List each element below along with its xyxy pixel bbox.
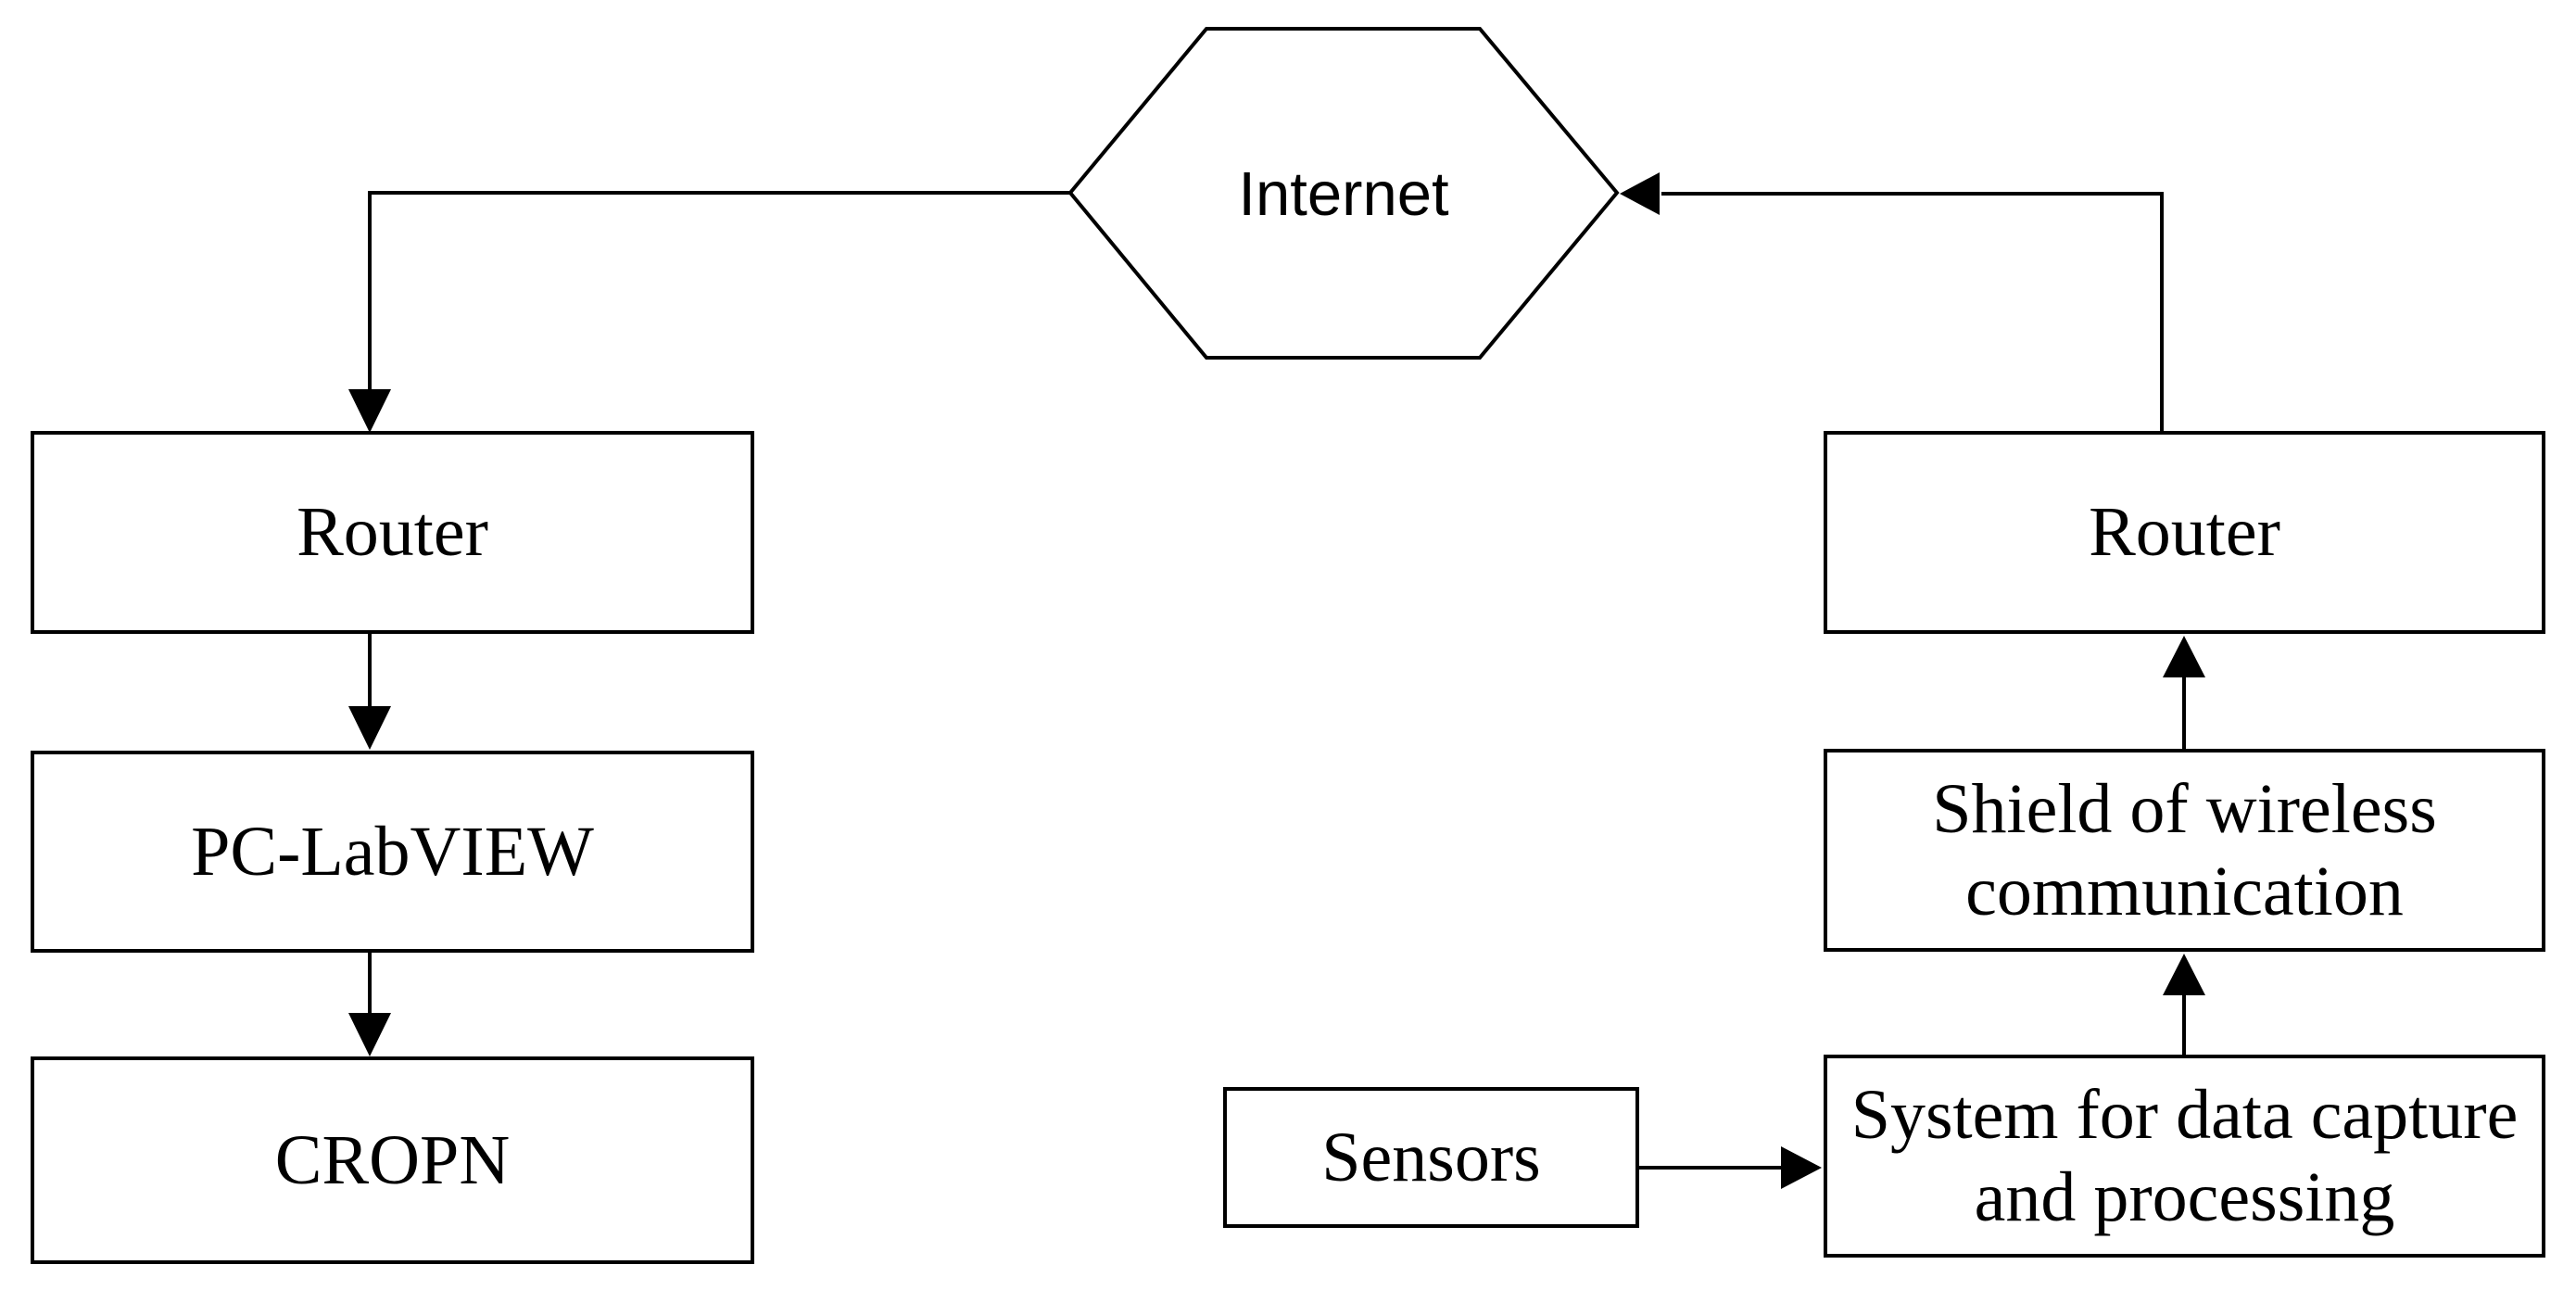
connector-right-router-to-internet — [1661, 192, 2164, 431]
node-system-for-data-capture: System for data capture and processing — [1824, 1055, 2545, 1258]
node-sensors: Sensors — [1223, 1087, 1639, 1228]
internet-hexagon — [1067, 27, 1620, 360]
node-label: Router — [297, 493, 488, 572]
node-internet: Internet — [1070, 29, 1617, 359]
arrowhead-down-icon — [348, 1013, 391, 1056]
node-label-line2: communication — [1965, 852, 2404, 930]
arrowhead-left-icon — [1620, 172, 1660, 215]
node-label-line1: System for data capture — [1850, 1076, 2519, 1155]
node-label: Router — [2089, 493, 2280, 572]
connector-internet-to-left-router — [368, 191, 1070, 412]
node-pc-labview: PC-LabVIEW — [31, 751, 754, 953]
arrowhead-down-icon — [348, 706, 391, 750]
node-cropn: CROPN — [31, 1056, 754, 1264]
node-label: CROPN — [274, 1120, 511, 1199]
arrowhead-up-icon — [2163, 954, 2205, 995]
arrowhead-right-icon — [1781, 1146, 1822, 1189]
node-label: Sensors — [1321, 1118, 1541, 1196]
node-router-left: Router — [31, 431, 754, 634]
arrowhead-down-icon — [348, 389, 391, 433]
node-label-line2: and processing — [1974, 1157, 2395, 1236]
node-shield-of-wireless-communication: Shield of wireless communication — [1824, 749, 2545, 952]
arrowhead-up-icon — [2163, 636, 2205, 677]
node-label-line1: Shield of wireless — [1932, 770, 2437, 849]
node-router-right: Router — [1824, 431, 2545, 634]
node-label: Internet — [1238, 158, 1449, 229]
node-label: PC-LabVIEW — [191, 812, 594, 891]
